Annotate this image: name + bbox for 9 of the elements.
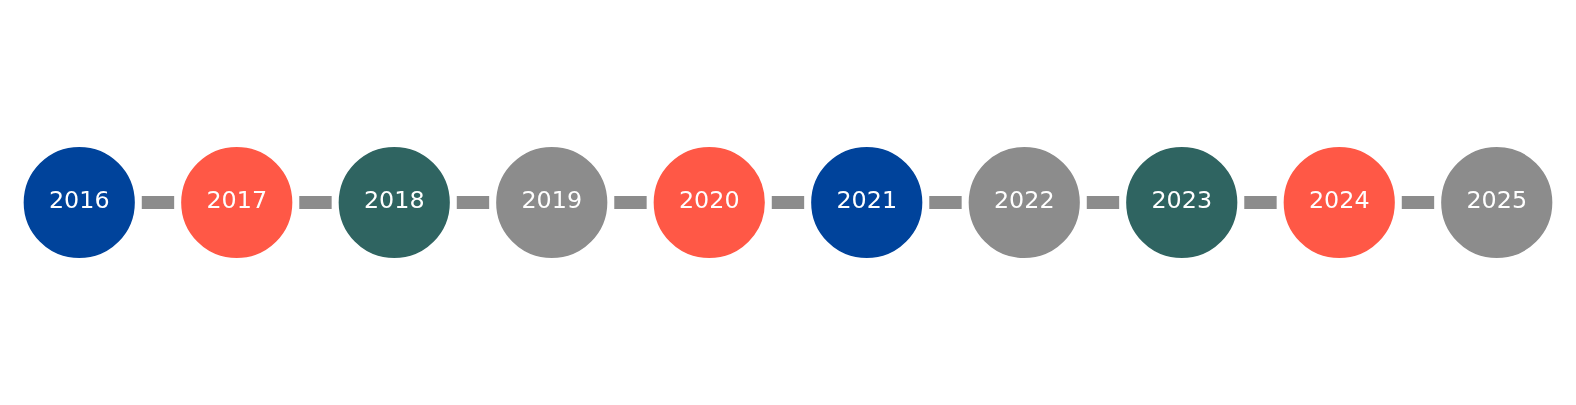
connector <box>771 195 805 210</box>
connector <box>141 195 175 210</box>
connector <box>1244 195 1277 210</box>
connector <box>929 195 962 210</box>
connector <box>614 195 647 210</box>
connector <box>299 195 332 210</box>
connector <box>1401 195 1435 210</box>
connector <box>1086 195 1120 210</box>
connector <box>456 195 490 210</box>
